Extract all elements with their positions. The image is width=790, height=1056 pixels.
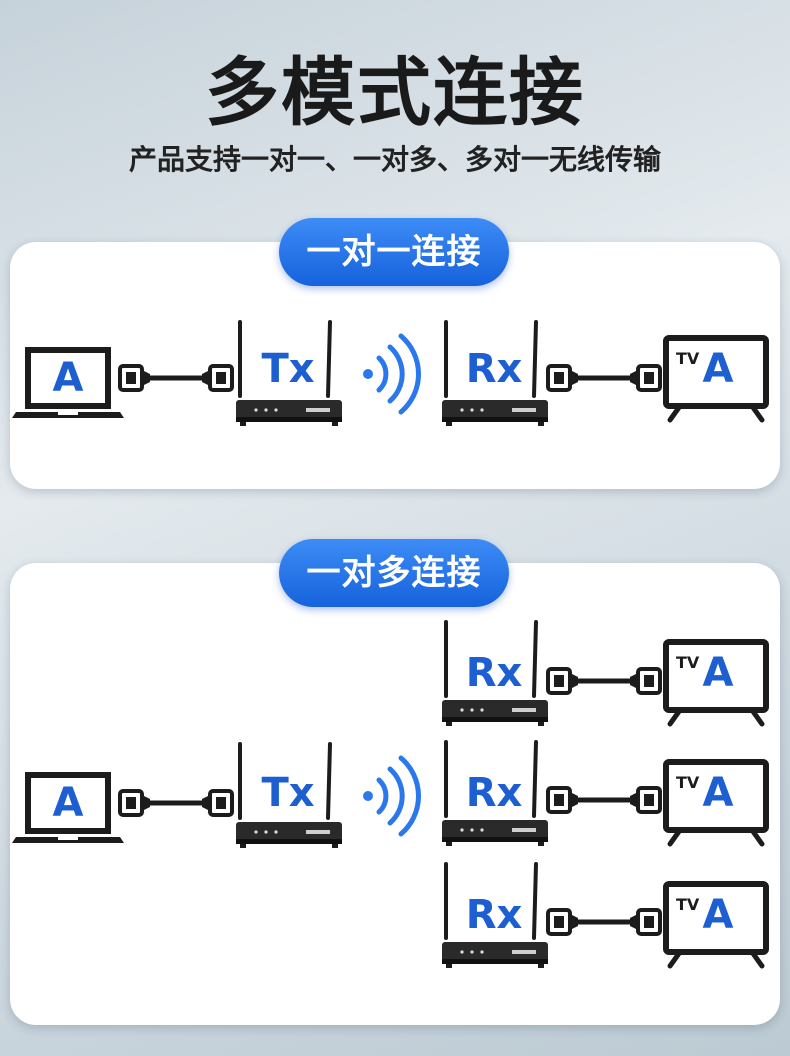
hdmi-plug-icon: [628, 364, 662, 392]
laptop-screen-letter: A: [53, 355, 84, 401]
hdmi-plug-icon: [546, 364, 580, 392]
wireless-signal-icon: [363, 336, 419, 412]
receiver-device: Rx: [440, 740, 550, 848]
laptop-icon: A: [12, 350, 124, 418]
hdmi-plug-icon: [200, 789, 234, 817]
tv-screen-letter: A: [703, 770, 734, 816]
hdmi-plug-icon: [628, 667, 662, 695]
hdmi-plug-icon: [546, 908, 580, 936]
hdmi-plug-icon: [200, 364, 234, 392]
laptop-screen-letter: A: [53, 780, 84, 826]
laptop-icon: A: [12, 775, 124, 843]
tv-icon: TV A: [666, 762, 766, 844]
tv-icon: TV A: [666, 338, 766, 420]
tv-mark: TV: [676, 895, 700, 914]
tv-mark: TV: [676, 773, 700, 792]
hdmi-plug-icon: [628, 786, 662, 814]
receiver-device: Rx: [440, 320, 550, 428]
wireless-signal-icon: [363, 758, 419, 834]
receiver-label: Rx: [466, 650, 523, 696]
tv-mark: TV: [676, 349, 700, 368]
transmitter-label: Tx: [261, 770, 314, 816]
one-to-many-diagram: A Tx Rx TV A Rx T: [12, 620, 766, 970]
transmitter-device: Tx: [234, 320, 344, 428]
page-subtitle: 产品支持一对一、一对多、多对一无线传输: [128, 143, 661, 176]
one-to-many-heading: 一对多连接: [279, 539, 509, 607]
one-to-one-diagram: A Tx Rx TV A: [12, 320, 766, 428]
receiver-device: Rx: [440, 620, 550, 728]
hdmi-plug-icon: [546, 667, 580, 695]
receiver-device: Rx: [440, 862, 550, 970]
hdmi-plug-icon: [628, 908, 662, 936]
hdmi-plug-icon: [118, 789, 152, 817]
transmitter-device: Tx: [234, 742, 344, 850]
hdmi-plug-icon: [546, 786, 580, 814]
one-to-one-heading: 一对一连接: [279, 218, 509, 286]
tv-screen-letter: A: [703, 650, 734, 696]
transmitter-label: Tx: [261, 346, 314, 392]
receiver-label: Rx: [466, 346, 523, 392]
tv-icon: TV A: [666, 884, 766, 966]
hdmi-plug-icon: [118, 364, 152, 392]
receiver-label: Rx: [466, 770, 523, 816]
tv-screen-letter: A: [703, 346, 734, 392]
page-title: 多模式连接: [205, 50, 585, 136]
receiver-label: Rx: [466, 892, 523, 938]
tv-screen-letter: A: [703, 892, 734, 938]
tv-icon: TV A: [666, 642, 766, 724]
tv-mark: TV: [676, 653, 700, 672]
